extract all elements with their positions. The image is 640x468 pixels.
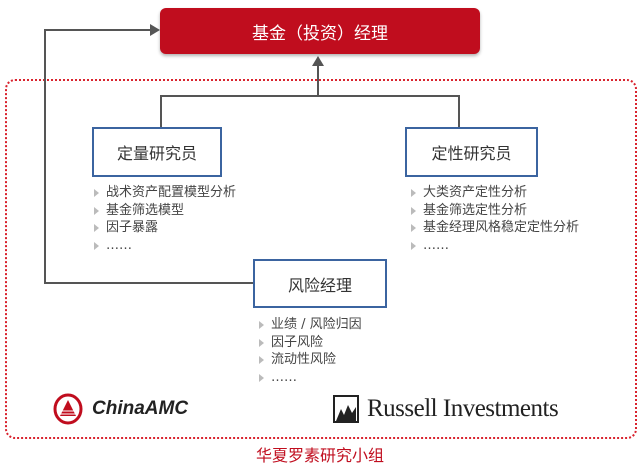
feedback-line-top (44, 29, 152, 31)
list-item: …… (409, 237, 579, 255)
chinaamc-logo: ChinaAMC (52, 392, 188, 426)
risk-manager-box: 风险经理 (253, 259, 387, 308)
list-item: 基金筛选定性分析 (409, 202, 579, 220)
team-frame (5, 79, 637, 439)
quant-list: 战术资产配置模型分析 基金筛选模型 因子暴露 …… (92, 184, 236, 255)
chinaamc-text: ChinaAMC (92, 398, 189, 419)
list-item: …… (92, 237, 236, 255)
up-connector (317, 64, 319, 96)
branch-left (160, 95, 162, 128)
list-item: …… (257, 369, 362, 387)
chinaamc-emblem-icon (53, 393, 83, 425)
qual-researcher-box: 定性研究员 (405, 127, 538, 177)
risk-connector (44, 282, 254, 284)
branch-right (458, 95, 460, 128)
list-item: 业绩 / 风险归因 (257, 316, 362, 334)
qual-list: 大类资产定性分析 基金筛选定性分析 基金经理风格稳定定性分析 …… (409, 184, 579, 255)
list-item: 因子风险 (257, 334, 362, 352)
feedback-line (44, 30, 46, 283)
list-item: 大类资产定性分析 (409, 184, 579, 202)
list-item: 流动性风险 (257, 351, 362, 369)
branch-line (160, 95, 460, 97)
russell-emblem-icon (333, 395, 359, 423)
fund-manager-box: 基金（投资）经理 (160, 8, 480, 54)
quant-researcher-box: 定量研究员 (92, 127, 222, 177)
risk-list: 业绩 / 风险归因 因子风险 流动性风险 …… (257, 316, 362, 387)
list-item: 基金经理风格稳定定性分析 (409, 219, 579, 237)
russell-text: Russell Investments (367, 395, 559, 422)
footer-caption: 华夏罗素研究小组 (255, 446, 384, 465)
arrow-up-icon (312, 56, 324, 66)
list-item: 战术资产配置模型分析 (92, 184, 236, 202)
list-item: 基金筛选模型 (92, 202, 236, 220)
list-item: 因子暴露 (92, 219, 236, 237)
russell-logo: Russell Investments (333, 395, 559, 423)
arrow-right-icon (150, 24, 160, 36)
